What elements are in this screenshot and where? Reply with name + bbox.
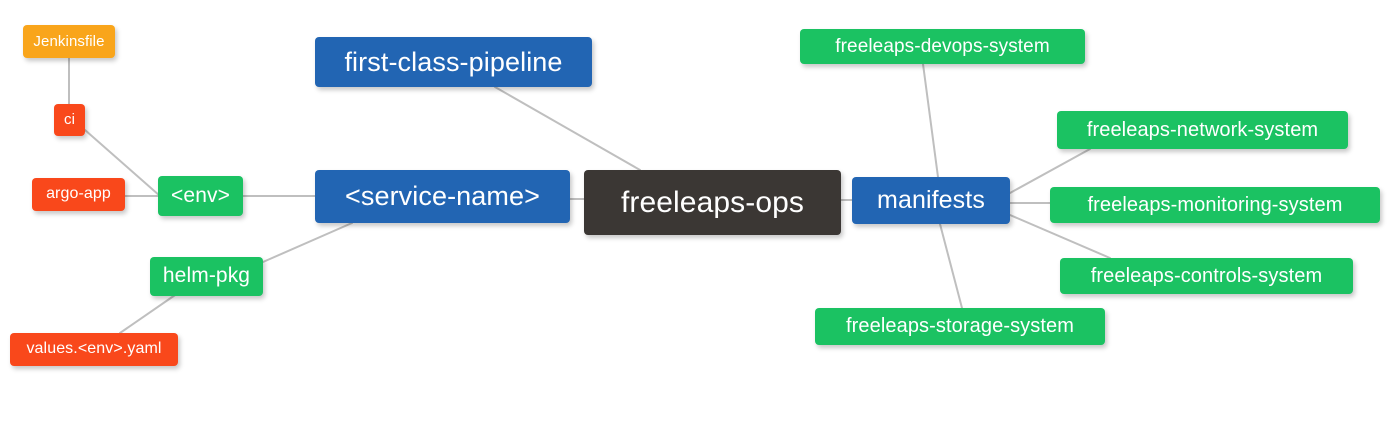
node-label: freeleaps-network-system <box>1086 118 1319 141</box>
node-label: helm-pkg <box>162 264 251 288</box>
edge-first-class-pipeline-to-freeleaps-ops <box>494 86 641 171</box>
node-freeleaps-monitoring-system[interactable]: freeleaps-monitoring-system <box>1050 187 1380 223</box>
node-label: values.<env>.yaml <box>26 340 162 358</box>
node-label: freeleaps-controls-system <box>1090 264 1323 287</box>
node-jenkinsfile[interactable]: Jenkinsfile <box>23 25 115 58</box>
edge-manifests-to-freeleaps-devops-system <box>922 63 939 178</box>
node-freeleaps-devops-system[interactable]: freeleaps-devops-system <box>800 29 1085 64</box>
node-label: freeleaps-monitoring-system <box>1087 193 1343 216</box>
node-label: argo-app <box>46 185 111 203</box>
edge-helm-pkg-to-values-yaml <box>119 292 179 334</box>
node-first-class-pipeline[interactable]: first-class-pipeline <box>315 37 592 87</box>
node-label: freeleaps-ops <box>620 185 805 219</box>
node-label: freeleaps-storage-system <box>845 315 1075 337</box>
edge-service-name-to-helm-pkg <box>262 222 353 263</box>
node-freeleaps-controls-system[interactable]: freeleaps-controls-system <box>1060 258 1353 294</box>
node-label: first-class-pipeline <box>344 46 563 77</box>
node-ci[interactable]: ci <box>54 104 85 136</box>
node-env[interactable]: <env> <box>158 176 243 216</box>
edge-manifests-to-freeleaps-storage-system <box>939 223 963 309</box>
node-label: freeleaps-devops-system <box>835 35 1050 57</box>
node-service-name[interactable]: <service-name> <box>315 170 570 223</box>
node-label: ci <box>63 111 76 129</box>
node-label: manifests <box>877 186 985 215</box>
node-helm-pkg[interactable]: helm-pkg <box>150 257 263 296</box>
node-freeleaps-network-system[interactable]: freeleaps-network-system <box>1057 111 1348 149</box>
node-label: Jenkinsfile <box>33 32 105 50</box>
node-values-yaml[interactable]: values.<env>.yaml <box>10 333 178 366</box>
node-label: <env> <box>171 183 230 207</box>
node-argo-app[interactable]: argo-app <box>32 178 125 211</box>
node-manifests[interactable]: manifests <box>852 177 1010 224</box>
node-freeleaps-ops[interactable]: freeleaps-ops <box>584 170 841 235</box>
node-freeleaps-storage-system[interactable]: freeleaps-storage-system <box>815 308 1105 345</box>
node-label: <service-name> <box>345 181 540 212</box>
